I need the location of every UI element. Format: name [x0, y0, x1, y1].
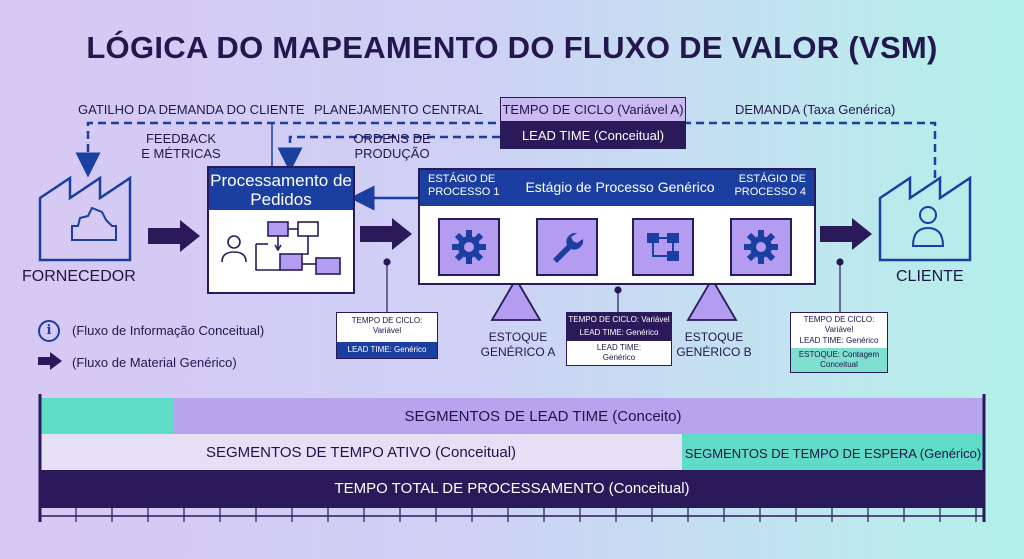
- arrow-icon: [38, 352, 62, 370]
- demand-trigger-label: GATILHO DA DEMANDA DO CLIENTE: [78, 102, 305, 117]
- data-box-2-lead: LEAD TIME: Genérico: [567, 327, 671, 341]
- production-orders-label: ORDENS DE PRODUÇÃO: [353, 131, 431, 161]
- wait-segments-bar: [682, 434, 984, 470]
- demand-trigger-line: [75, 121, 937, 178]
- process-stage-header: ESTÁGIO DE PROCESSO 1 Estágio de Process…: [420, 170, 814, 206]
- wrench-icon: [553, 232, 584, 263]
- total-processing-label: TEMPO TOTAL DE PROCESSAMENTO (Conceitual…: [334, 480, 690, 497]
- data-box-3-cycle: TEMPO DE CICLO: Variável: [791, 313, 887, 335]
- data-box-3: TEMPO DE CICLO: Variável LEAD TIME: Gené…: [790, 312, 888, 373]
- process-stage-title: Estágio de Processo Genérico: [525, 179, 715, 195]
- active-segments-bar: [40, 434, 682, 470]
- data-box-2-cycle: TEMPO DE CICLO: Variável: [567, 313, 671, 327]
- stage-2: [536, 218, 598, 276]
- data-box-1-lead: LEAD TIME: Genérico: [337, 342, 437, 358]
- cycle-time-top: TEMPO DE CICLO (Variável A): [500, 97, 686, 122]
- total-processing-bar: [40, 470, 984, 508]
- supplier-label: FORNECEDOR: [22, 268, 136, 285]
- lead-segments-label: SEGMENTOS DE LEAD TIME (Conceito): [404, 408, 682, 425]
- customer-label: CLIENTE: [896, 268, 964, 285]
- factory-icon: [38, 175, 132, 262]
- legend-info-text: (Fluxo de Informação Conceitual): [72, 323, 265, 338]
- central-planning-label: PLANEJAMENTO CENTRAL: [314, 102, 483, 117]
- page-title: LÓGICA DO MAPEAMENTO DO FLUXO DE VALOR (…: [86, 30, 938, 65]
- data-box-2: TEMPO DE CICLO: Variável LEAD TIME: Gené…: [566, 312, 672, 366]
- stage-3: [632, 218, 694, 276]
- timeline-ticks: [39, 508, 977, 522]
- order-workflow-icon: [221, 221, 341, 275]
- stage-1-label: ESTÁGIO DE PROCESSO 1: [428, 173, 500, 198]
- stage-4: [730, 218, 792, 276]
- flowchart-icon: [647, 233, 679, 261]
- active-segments-label: SEGMENTOS DE TEMPO ATIVO (Conceitual): [205, 444, 517, 461]
- order-processing-title: Processamento de Pedidos: [209, 168, 353, 210]
- info-icon: i: [38, 320, 60, 342]
- stock-triangle-a: [490, 277, 542, 321]
- feedback-label: FEEDBACK E MÉTRICAS: [141, 131, 221, 161]
- legend-material-text: (Fluxo de Material Genérico): [72, 355, 237, 370]
- stock-triangle-b: [686, 277, 738, 321]
- stock-a-label: ESTOQUE GENÉRICO A: [480, 330, 556, 359]
- data-box-3-stock: ESTOQUE: Contagem Conceitual: [791, 348, 887, 372]
- lead-segments-bar: [40, 398, 984, 434]
- planning-line: [277, 135, 500, 173]
- stage-4-label: ESTÁGIO DE PROCESSO 4: [734, 173, 806, 198]
- lead-time-top: LEAD TIME (Conceitual): [500, 122, 686, 149]
- demand-label: DEMANDA (Taxa Genérica): [735, 102, 896, 117]
- stage-1: [438, 218, 500, 276]
- lead-segment-first: [40, 398, 173, 434]
- gear-icon: [744, 230, 778, 264]
- data-box-3-lead: LEAD TIME: Genérico: [791, 335, 887, 348]
- stock-b-label: ESTOQUE GENÉRICO B: [676, 330, 752, 359]
- gear-icon: [452, 230, 486, 264]
- data-box-1: TEMPO DE CICLO: Variável LEAD TIME: Gené…: [336, 312, 438, 359]
- factory-icon: [878, 175, 972, 262]
- data-box-1-cycle: TEMPO DE CICLO: Variável: [337, 313, 437, 342]
- wait-segments-label: SEGMENTOS DE TEMPO DE ESPERA (Genérico): [684, 446, 982, 461]
- data-box-2-lead-2: LEAD TIME: Genérico: [567, 341, 671, 365]
